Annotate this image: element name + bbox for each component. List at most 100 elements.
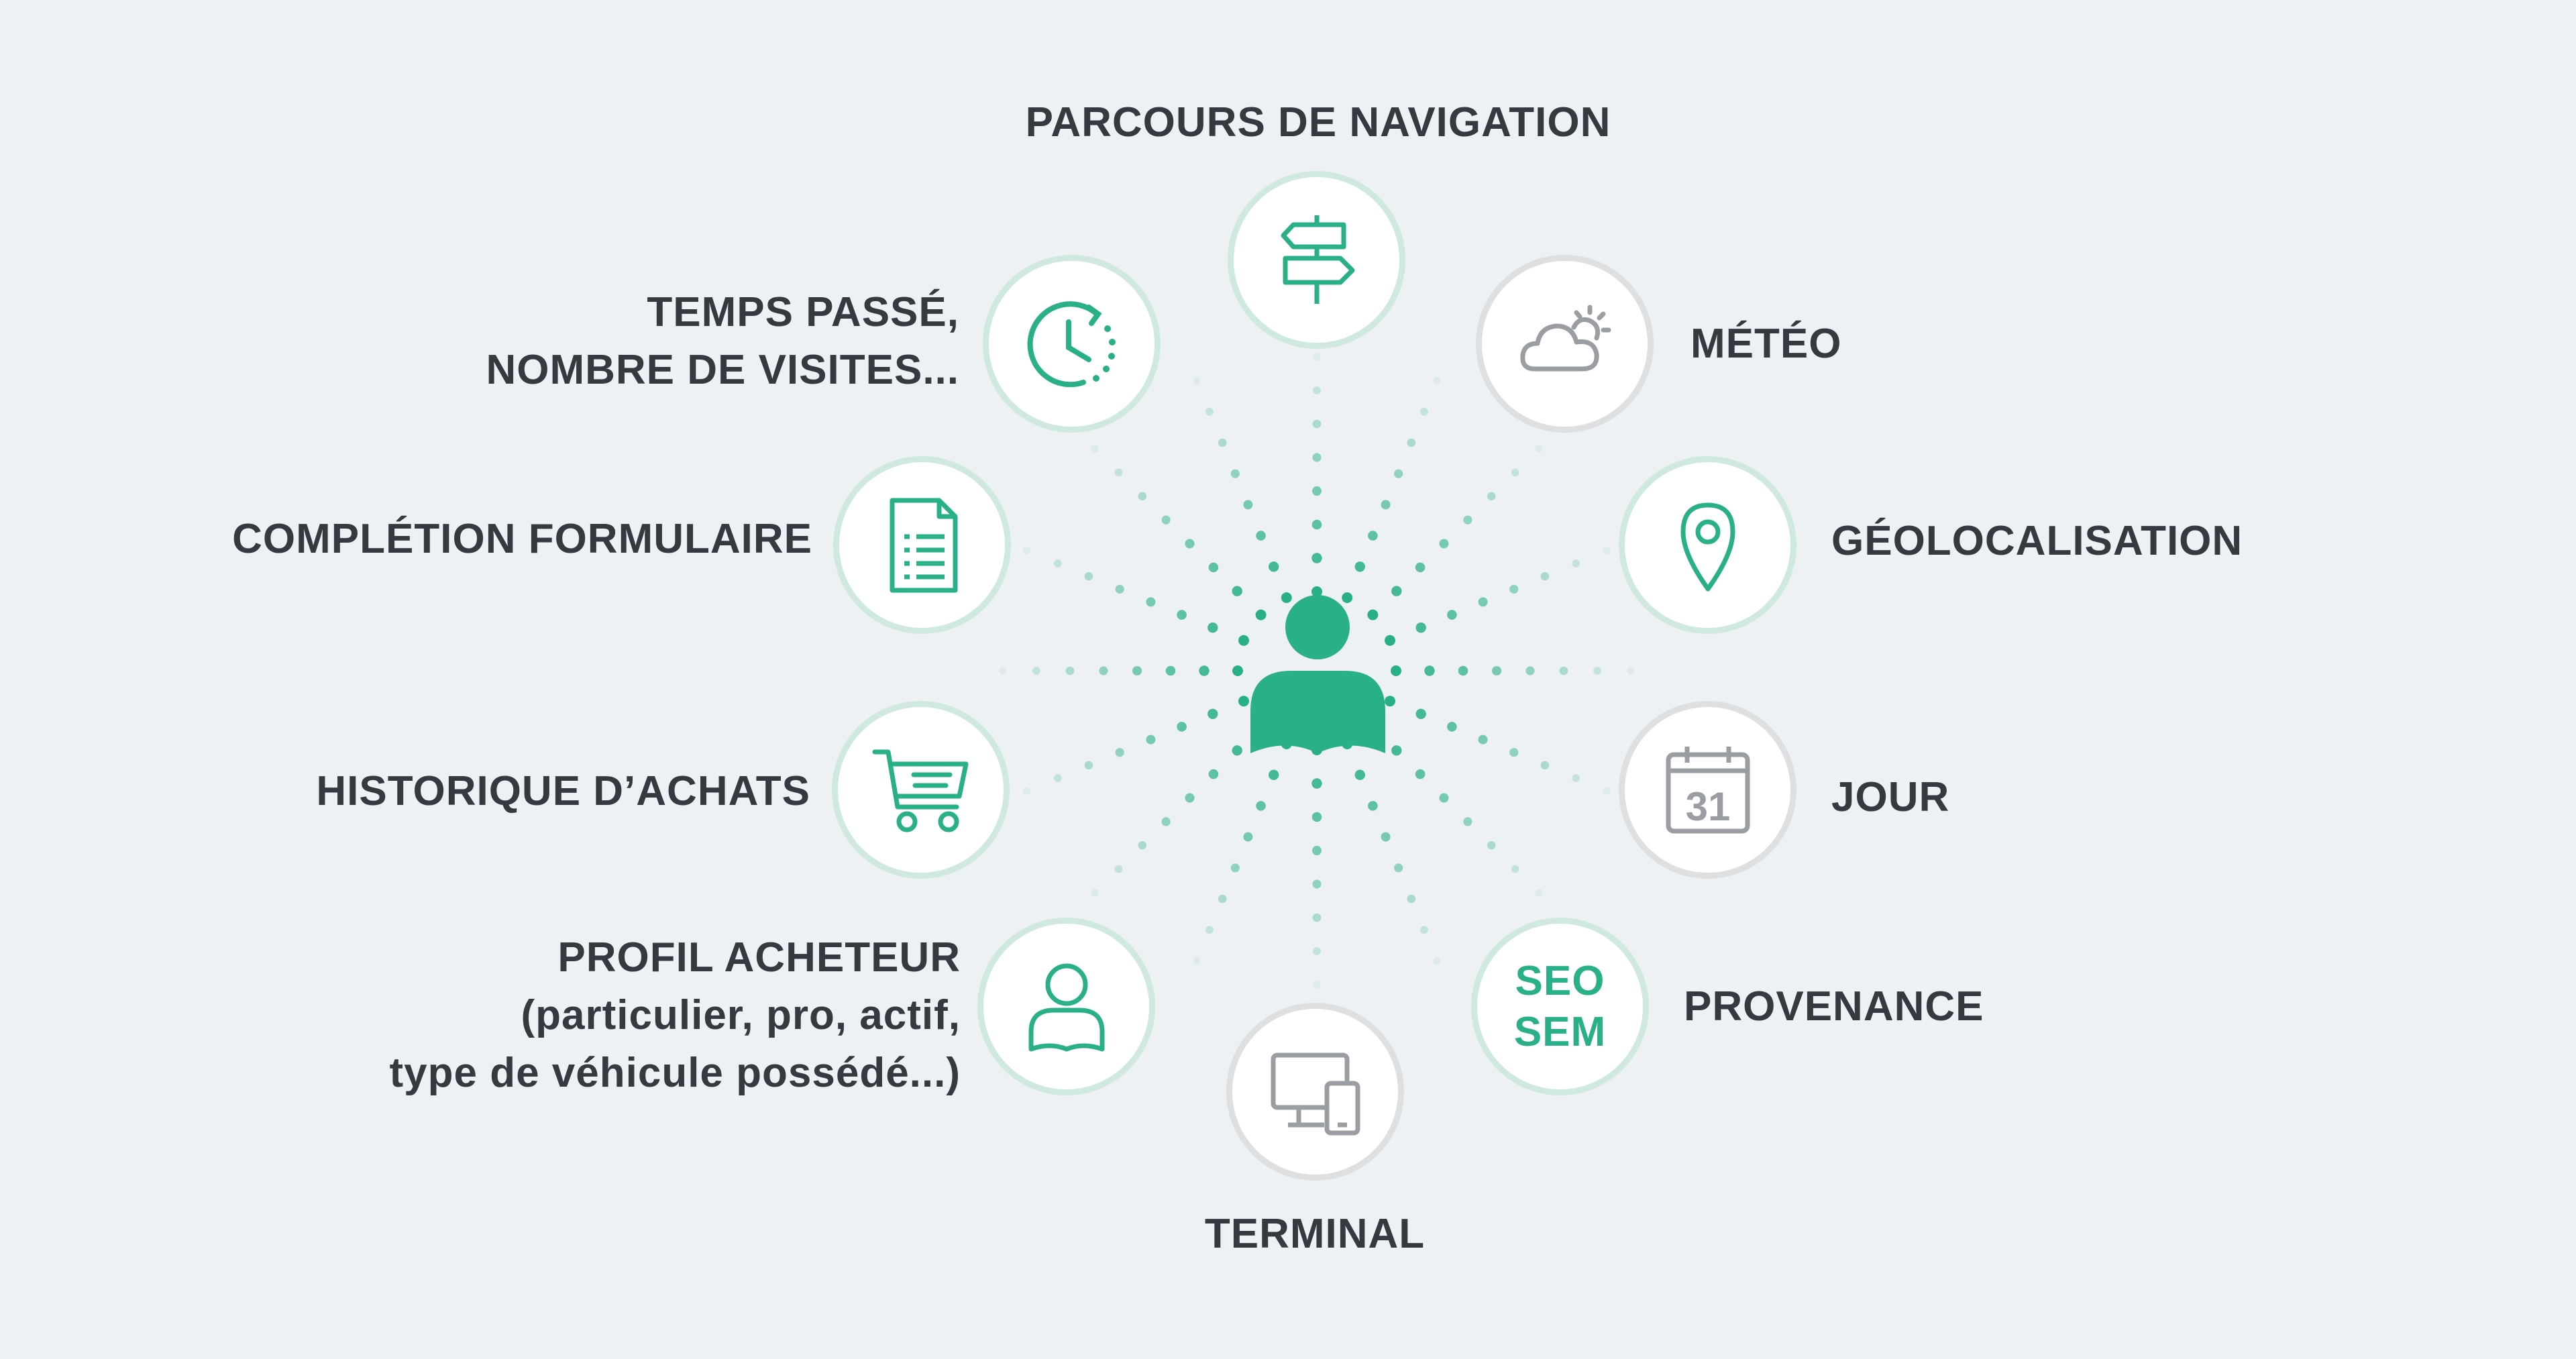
ray-dot xyxy=(1311,519,1322,530)
jour-node: 31 xyxy=(1619,701,1796,879)
geolocalisation-node xyxy=(1619,456,1796,634)
ray-dot xyxy=(1415,562,1426,573)
ray-dot xyxy=(1433,377,1441,385)
ray-dot xyxy=(1205,407,1214,416)
calendar-day-number: 31 xyxy=(1685,784,1730,829)
ray-dot xyxy=(1463,515,1472,525)
ray-dot xyxy=(1115,748,1124,757)
ray-dot xyxy=(1447,722,1457,732)
signpost-icon xyxy=(1281,215,1354,304)
ray-dot xyxy=(1535,889,1543,897)
ray-dot xyxy=(1132,666,1142,675)
ray-dot xyxy=(1185,539,1195,549)
ray-dot xyxy=(1492,666,1501,675)
geolocalisation-label: GÉOLOCALISATION xyxy=(1831,512,2243,570)
temps-label-line-2: NOMBRE DE VISITES... xyxy=(486,347,959,393)
ray-dot xyxy=(1208,622,1218,633)
ray-dot xyxy=(1415,622,1426,633)
ray-dot xyxy=(1311,778,1322,789)
ray-dot xyxy=(1161,817,1171,826)
ray-dot xyxy=(1458,665,1468,676)
ray-dot xyxy=(1243,832,1253,842)
ray-dot xyxy=(1394,469,1403,478)
ray-dot xyxy=(1208,708,1218,720)
ray-dot xyxy=(1381,832,1391,842)
ray-dot xyxy=(1146,735,1156,745)
ray-dot xyxy=(1509,748,1519,757)
parcours-node xyxy=(1228,171,1405,349)
document-icon xyxy=(890,498,957,592)
terminal-node xyxy=(1226,1003,1404,1181)
ray-dot xyxy=(1487,492,1496,501)
ray-dot xyxy=(1084,572,1093,581)
completion-label: COMPLÉTION FORMULAIRE xyxy=(232,510,812,568)
profil-label-line-3: type de véhicule possédé...) xyxy=(389,1050,961,1096)
ray-dot xyxy=(1312,846,1322,855)
ray-dot xyxy=(1218,894,1227,904)
clock-icon xyxy=(1027,301,1116,387)
ray-dot xyxy=(1478,597,1488,607)
ray-dot xyxy=(1269,561,1279,572)
cart-icon xyxy=(872,749,968,832)
ray-dot xyxy=(1311,553,1322,563)
ray-dot xyxy=(1084,761,1093,770)
calendar-icon: 31 xyxy=(1666,746,1750,833)
ray-dot xyxy=(1099,666,1108,675)
ray-dot xyxy=(1138,840,1147,850)
ray-dot xyxy=(1023,547,1031,555)
ray-dot xyxy=(1511,865,1519,873)
ray-dot xyxy=(1185,793,1195,803)
person-outline-icon xyxy=(1028,963,1104,1051)
ray-dot xyxy=(1572,774,1580,782)
ray-dot xyxy=(1256,801,1266,811)
completion-node xyxy=(833,456,1011,634)
ray-dot xyxy=(1023,787,1031,795)
ray-dot xyxy=(1368,531,1378,541)
ray-dot xyxy=(1407,894,1416,904)
ray-dot xyxy=(1572,559,1580,567)
parcours-label: PARCOURS DE NAVIGATION xyxy=(979,94,1657,152)
ray-dot xyxy=(1381,500,1391,510)
ray-dot xyxy=(1114,865,1123,873)
ray-dot xyxy=(1232,665,1243,676)
ray-dot xyxy=(1311,812,1322,822)
ray-dot xyxy=(1342,592,1353,603)
ray-dot xyxy=(1433,957,1441,965)
ray-dot xyxy=(1091,445,1099,453)
ray-dot xyxy=(1091,889,1099,897)
ray-dot xyxy=(1177,722,1187,732)
provenance-label-line: PROVENANCE xyxy=(1684,983,1984,1030)
ray-dot xyxy=(1115,584,1124,594)
meteo-label: MÉTÉO xyxy=(1690,315,1841,373)
ray-dot xyxy=(1230,863,1240,873)
ray-dot xyxy=(1559,666,1568,675)
ray-dot xyxy=(1368,801,1378,811)
ray-dot xyxy=(1238,635,1249,646)
provenance-label: PROVENANCE xyxy=(1684,978,1984,1036)
ray-dot xyxy=(1218,438,1227,447)
ray-dot xyxy=(1193,377,1201,385)
ray-dot xyxy=(1439,793,1449,803)
profil-label-line-1: PROFIL ACHETEUR xyxy=(557,934,961,981)
jour-label-line: JOUR xyxy=(1831,774,1950,820)
ray-dot xyxy=(1177,610,1187,620)
cloud-sun-icon xyxy=(1519,305,1611,371)
provenance-node: SEO SEM xyxy=(1471,918,1649,1095)
parcours-label-line: PARCOURS DE NAVIGATION xyxy=(1025,99,1611,146)
ray-dot xyxy=(1478,735,1488,745)
ray-dot xyxy=(1391,586,1402,596)
profil-label: PROFIL ACHETEUR (particulier, pro, actif… xyxy=(390,929,961,1102)
ray-dot xyxy=(1313,353,1321,361)
ray-dot xyxy=(1232,586,1242,596)
ray-dot xyxy=(1385,635,1395,646)
ray-dot xyxy=(1053,559,1062,567)
ray-dot xyxy=(1230,469,1240,478)
seo-sem-badge: SEO SEM xyxy=(1514,956,1606,1058)
ray-dot xyxy=(1312,913,1322,922)
ray-dot xyxy=(1603,547,1611,555)
profil-node xyxy=(977,918,1155,1095)
ray-dot xyxy=(1269,769,1279,780)
ray-dot xyxy=(1313,386,1321,394)
devices-icon xyxy=(1271,1052,1360,1135)
